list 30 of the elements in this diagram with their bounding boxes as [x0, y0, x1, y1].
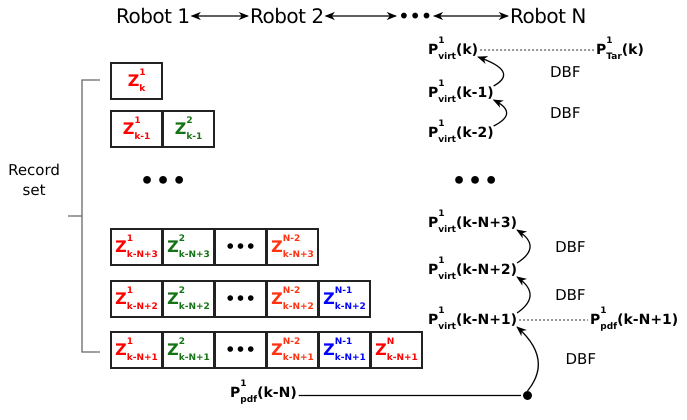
- position-label: P$^{1}$$_{virt}$(k-2): [428, 122, 494, 144]
- dotted-line: [480, 49, 594, 51]
- ellipsis-dots: •••: [452, 170, 500, 194]
- position-label: P$^{1}$$_{virt}$(k-N+1): [428, 309, 518, 331]
- position-label: P$^{1}$$_{Tar}$(k): [596, 39, 644, 61]
- arrow: [432, 12, 510, 20]
- arrow: [477, 56, 504, 87]
- group-label: Record set: [2, 160, 66, 200]
- connector-line: [298, 394, 521, 396]
- robot-label: Robot 1: [116, 2, 190, 30]
- dotted-line: [519, 319, 588, 321]
- record-cell: •••: [214, 228, 267, 266]
- record-cell: •••: [214, 280, 267, 318]
- position-label: P$^{1}$$_{virt}$(k-N+3): [428, 212, 518, 234]
- position-label: P$^{1}$$_{pdf}$(k-N+1): [590, 309, 678, 331]
- robot-label: Robot 2: [250, 2, 324, 30]
- position-label: P$^{1}$$_{virt}$(k): [428, 39, 478, 61]
- position-label: P$^{1}$$_{virt}$(k-N+2): [428, 259, 518, 281]
- arrow: [516, 326, 539, 392]
- position-label: P$^{1}$$_{virt}$(k-1): [428, 82, 494, 104]
- arrow: [492, 99, 508, 127]
- arrow: [324, 12, 398, 20]
- arrow: [516, 229, 531, 264]
- ellipsis-dots: •••: [140, 170, 188, 194]
- robot-label: •••: [398, 2, 432, 30]
- arrow: [190, 12, 250, 20]
- record-cell: •••: [214, 331, 267, 369]
- robot-label: Robot N: [510, 2, 586, 30]
- position-label: P$^{1}$$_{pdf}$(k-N): [230, 382, 297, 404]
- arrow: [516, 276, 531, 314]
